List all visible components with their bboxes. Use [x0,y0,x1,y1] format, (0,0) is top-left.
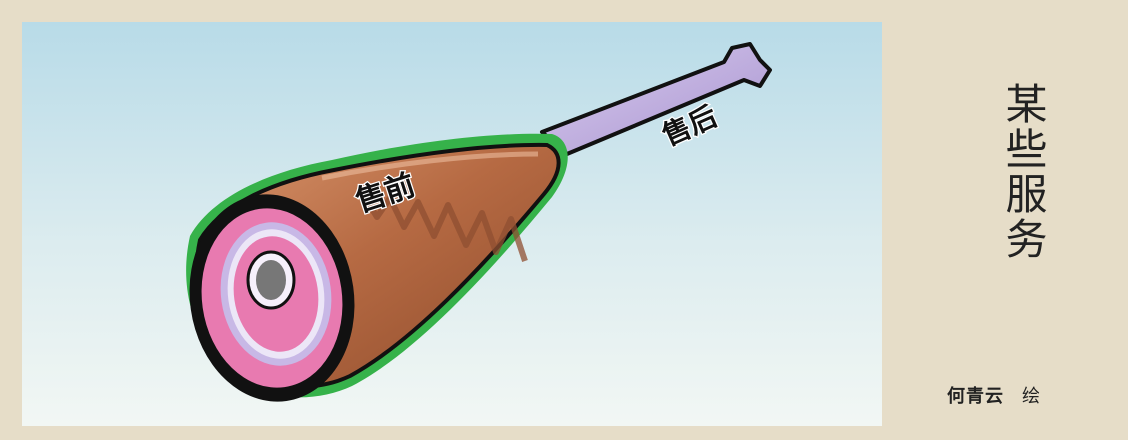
ham [186,42,772,402]
ham-highlight [321,151,539,181]
ham-marrow [256,260,286,300]
ham-fibers [361,194,528,262]
ham-cartoon: 售前 售后 [22,22,882,426]
cartoon-title: 某些服务 [999,82,1048,262]
drawn-by-label: 绘 [1022,386,1041,407]
cartoon-panel: 售前 售后 [22,22,882,426]
artist-name: 何青云 [947,386,1004,407]
artist-credit: 何青云绘 [947,382,1117,408]
ham-bone [540,42,772,156]
